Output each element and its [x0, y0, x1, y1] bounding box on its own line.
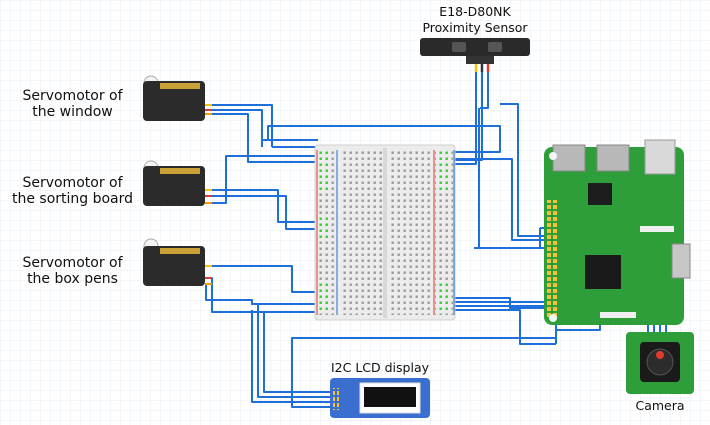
- wire: [205, 155, 318, 204]
- mounting-hole: [549, 314, 557, 322]
- usb-port: [552, 144, 586, 172]
- breadboard-icon: [314, 144, 456, 321]
- servo-label-strip: [160, 248, 200, 254]
- hdmi-port: [671, 243, 691, 279]
- servo-label-strip: [160, 83, 200, 89]
- label-proximity-sensor: E18-D80NK Proximity Sensor: [400, 4, 550, 36]
- display-connector: [600, 312, 636, 318]
- label-line: the window: [32, 104, 113, 120]
- label-line: Servomotor of: [22, 255, 123, 271]
- wire: [205, 265, 318, 293]
- wire: [251, 310, 330, 403]
- label-line: Servomotor of: [22, 175, 123, 191]
- active-pins: [438, 282, 450, 312]
- proximity-sensor-icon: [420, 38, 530, 56]
- camera-connector: [640, 226, 674, 232]
- label-line: Servomotor of: [22, 88, 123, 104]
- usb-port: [596, 144, 630, 172]
- label-line: the box pens: [27, 271, 118, 287]
- sensor-lens: [488, 42, 502, 52]
- proximity-sensor: [420, 38, 530, 72]
- wire: [480, 72, 489, 109]
- servo-sorting-board: [143, 160, 212, 206]
- pi-board: [544, 147, 684, 325]
- terminal-strip-left: [340, 150, 382, 315]
- label-line: the sorting board: [11, 191, 134, 207]
- servo-icon: [143, 81, 205, 121]
- label-camera: Camera: [620, 398, 700, 414]
- ethernet-port: [644, 139, 676, 175]
- servo-label-strip: [160, 168, 200, 174]
- label-lcd-display: I2C LCD display: [320, 360, 440, 376]
- usb-controller-chip: [588, 183, 612, 205]
- lcd-glass: [364, 387, 416, 407]
- wire: [205, 104, 273, 147]
- label-line: I2C LCD display: [330, 360, 430, 375]
- label-line: Proximity Sensor: [422, 20, 528, 35]
- label-servo-box-pens: Servomotor of the box pens: [0, 255, 145, 287]
- mounting-hole: [549, 152, 557, 160]
- wire: [474, 228, 541, 249]
- lcd-module-icon: [330, 378, 430, 418]
- camera-lens: [646, 348, 674, 376]
- wire: [205, 113, 318, 163]
- gpio-header: [546, 200, 558, 318]
- label-servo-window: Servomotor of the window: [0, 88, 145, 120]
- raspberry-pi-icon: [544, 139, 691, 325]
- wire: [205, 195, 318, 230]
- active-pins: [318, 282, 330, 312]
- active-pins: [438, 150, 450, 192]
- wire: [205, 109, 263, 147]
- servo-window: [143, 75, 212, 121]
- servo-box-pens: [143, 238, 212, 286]
- center-channel: [383, 148, 387, 318]
- soc-chip: [585, 255, 621, 289]
- sensor-connector: [466, 56, 494, 64]
- wire: [205, 189, 318, 223]
- wire: [267, 125, 501, 153]
- wire: [263, 312, 330, 393]
- camera-lens-dot: [656, 351, 664, 359]
- label-line: E18-D80NK: [439, 4, 511, 19]
- active-pins: [318, 150, 330, 192]
- label-line: Camera: [635, 398, 685, 413]
- wire: [500, 103, 548, 237]
- active-pins: [318, 216, 330, 240]
- wires: [205, 72, 667, 408]
- lcd-header-pins: [333, 388, 339, 410]
- servo-icon: [143, 166, 205, 206]
- wire: [257, 304, 330, 398]
- camera-module-icon: [626, 332, 694, 394]
- label-servo-sorting-board: Servomotor of the sorting board: [0, 175, 145, 207]
- servo-icon: [143, 246, 205, 286]
- sensor-lens: [452, 42, 466, 52]
- terminal-strip-right: [390, 150, 432, 315]
- wire: [291, 324, 557, 408]
- wire: [440, 158, 548, 241]
- wire: [440, 309, 556, 345]
